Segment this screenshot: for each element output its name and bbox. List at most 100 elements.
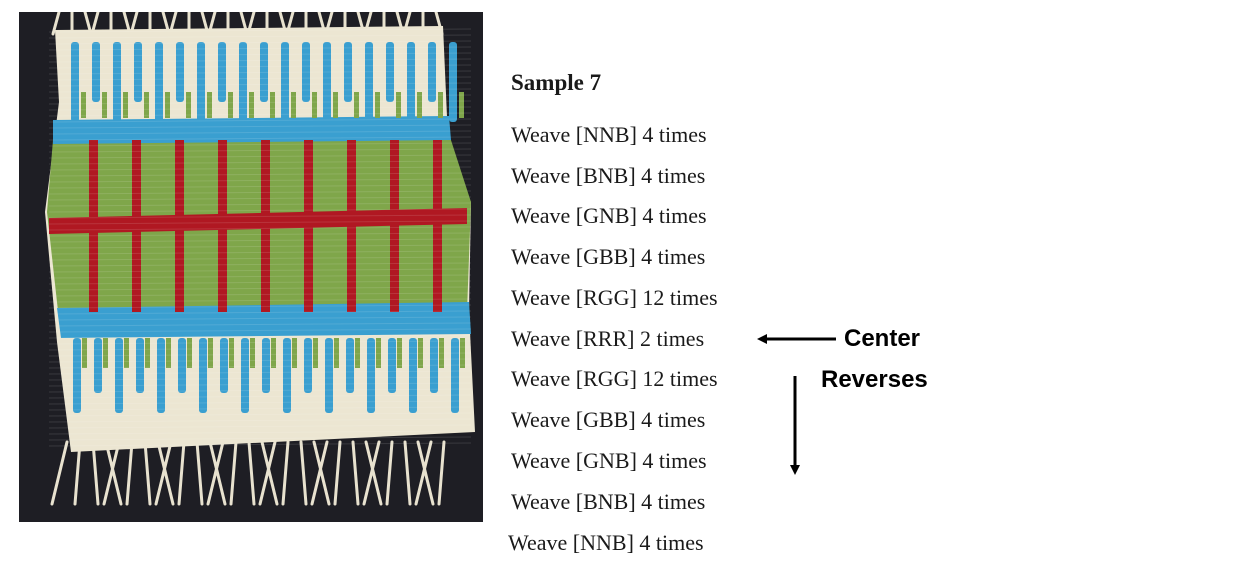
fringe-strand [258,440,277,506]
green-accent [291,92,296,118]
fringe-strand [414,440,433,506]
blue-warp-stripe [239,42,247,122]
green-accent [334,338,339,368]
weave-texture [48,76,472,81]
fringe-strand [299,440,308,506]
weave-texture [48,64,472,69]
weave-texture [48,328,472,333]
weave-texture [48,70,472,75]
fringe-strand [50,440,69,506]
fringe-strand [102,440,121,506]
green-accent [81,92,86,118]
green-accent [145,338,150,368]
weave-texture [48,88,472,93]
weave-texture [48,346,472,351]
weave-texture [48,112,472,117]
blue-warp-stripe [283,338,291,413]
blue-warp-stripe [73,338,81,413]
weave-step-1: Weave [NNB] 4 times [511,122,707,147]
weave-texture [48,298,472,303]
weave-texture [48,154,472,159]
green-accent [439,338,444,368]
weave-step-5: Weave [RGG] 12 times [511,285,718,310]
weave-texture [48,190,472,195]
blue-warp-stripe [344,42,352,102]
weave-texture [48,280,472,285]
weave-texture [48,256,472,261]
blue-warp-stripe [113,42,121,122]
weave-texture [48,58,472,63]
blue-warp-stripe [134,42,142,102]
weave-texture [48,442,472,447]
woven-sample-photo [19,12,483,522]
fringe-strand [364,440,383,506]
weave-texture [48,262,472,267]
green-accent [208,338,213,368]
blue-warp-stripe [262,338,270,393]
weave-step-8: Weave [GBB] 4 times [511,407,706,432]
green-accent [459,92,464,118]
fringe-strand [312,440,331,506]
weave-texture [48,316,472,321]
weave-texture [48,304,472,309]
weave-texture [48,130,472,135]
blue-warp-stripe [367,338,375,413]
green-accent [102,92,107,118]
green-accent [229,338,234,368]
fringe-strand [51,12,61,36]
fringe-strand [104,440,123,506]
weave-texture [48,436,472,441]
weave-texture [48,286,472,291]
blue-warp-stripe [386,42,394,102]
blue-warp-stripe [451,338,459,413]
weave-texture [48,148,472,153]
weave-texture [48,364,472,369]
weave-texture [48,136,472,141]
green-accent [333,92,338,118]
blue-warp-stripe [218,42,226,102]
red-warp-stripe [175,140,184,312]
blue-warp-stripe [302,42,310,102]
weave-texture [48,394,472,399]
weave-texture [48,40,472,45]
weave-texture [48,226,472,231]
red-warp-stripe [261,140,270,312]
green-accent [103,338,108,368]
weave-texture [48,274,472,279]
weave-texture [48,250,472,255]
weave-texture [48,106,472,111]
weave-texture [48,400,472,405]
green-accent [249,92,254,118]
blue-warp-stripe [220,338,228,393]
weave-texture [48,34,472,39]
blue-warp-stripe [409,338,417,413]
weave-texture [48,202,472,207]
weave-texture [48,376,472,381]
blue-band-top [53,116,451,144]
blue-warp-stripe [92,42,100,102]
weave-texture [48,82,472,87]
weave-step-7: Weave [RGG] 12 times [511,366,718,391]
fringe-strand [91,440,100,506]
green-accent [123,92,128,118]
fringe-strand [73,440,82,506]
weave-texture [48,166,472,171]
weave-texture [48,238,472,243]
weave-step-4: Weave [GBB] 4 times [511,244,706,269]
green-accent [228,92,233,118]
red-center-stripe [49,208,467,234]
weave-step-2: Weave [BNB] 4 times [511,163,706,188]
blue-warp-stripe [178,338,186,393]
weave-texture [48,322,472,327]
weave-texture [48,358,472,363]
green-accent [355,338,360,368]
red-warp-stripe [89,140,98,312]
blue-warp-stripe [155,42,163,122]
weave-texture [48,388,472,393]
green-accent [417,92,422,118]
red-warp-stripe [304,140,313,312]
green-accent [354,92,359,118]
fringe-strand [247,440,256,506]
weave-texture [48,28,472,33]
fringe-strand [310,440,329,506]
